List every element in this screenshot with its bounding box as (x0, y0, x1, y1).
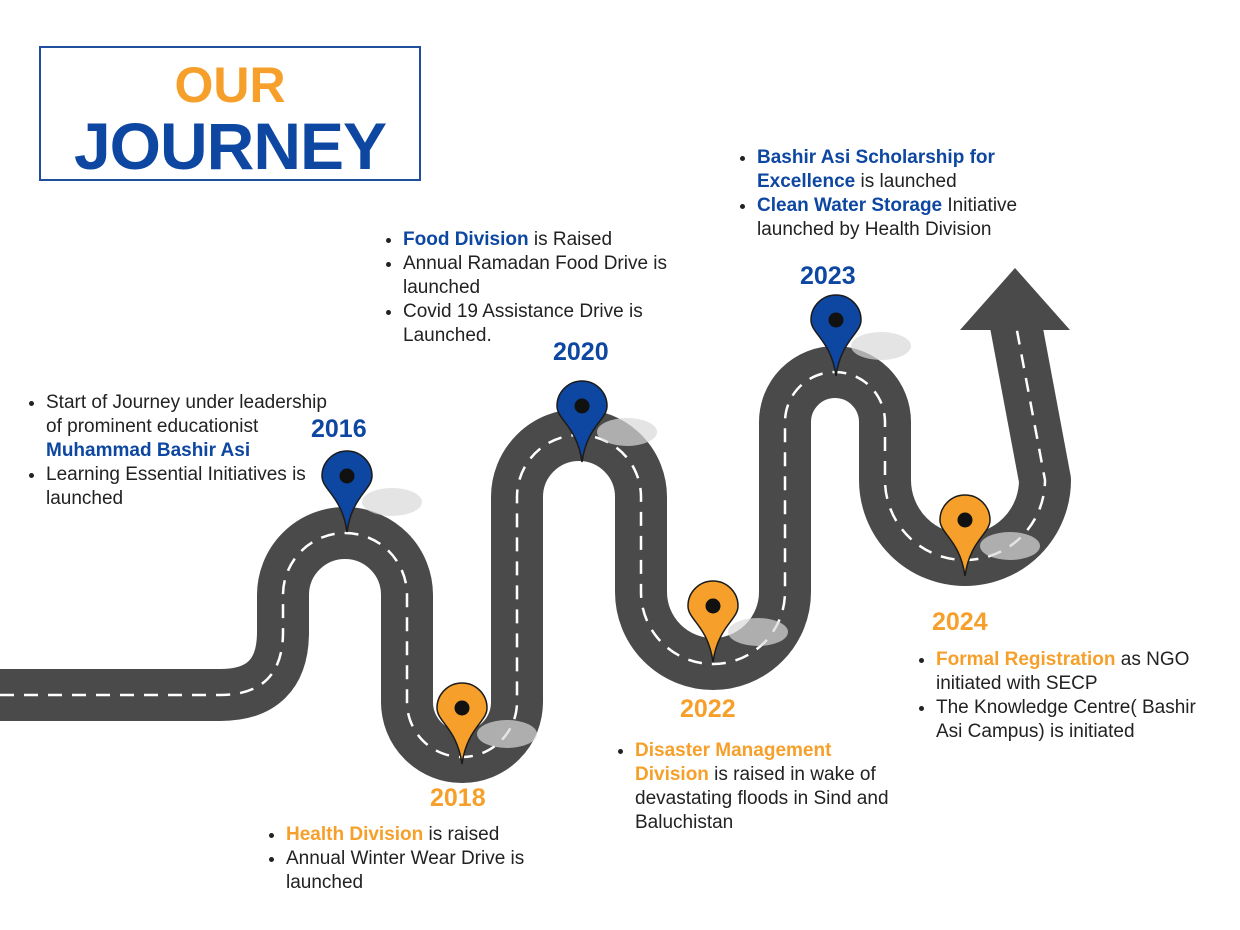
pin-body (321, 450, 373, 533)
pin-shadow (851, 332, 911, 360)
pin-body (687, 580, 739, 663)
pin-shadow (362, 488, 422, 516)
milestone-notes-2024: Formal Registration as NGO initiated wit… (914, 648, 1206, 744)
pin-dot (339, 468, 355, 484)
pin-dot (705, 598, 721, 614)
pin-shadow (477, 720, 537, 748)
pin-body (939, 494, 991, 577)
road-center-line (0, 319, 1047, 759)
map-pin-icon (436, 682, 537, 765)
pin-shadow (728, 618, 788, 646)
note-item: Covid 19 Assistance Drive is Launched. (403, 300, 683, 348)
note-item: Health Division is raised (286, 823, 586, 847)
pin-dot (574, 398, 590, 414)
map-pin-icon (321, 450, 422, 533)
milestone-notes-2023: Bashir Asi Scholarship for Excellence is… (735, 146, 1087, 242)
title-box: OUR JOURNEY (39, 46, 421, 183)
map-pin-icon (810, 294, 911, 377)
arrow-head-icon (960, 268, 1070, 330)
note-item: Formal Registration as NGO initiated wit… (936, 648, 1206, 696)
note-item: Annual Ramadan Food Drive is launched (403, 252, 683, 300)
pin-body (436, 682, 488, 765)
milestone-notes-2020: Food Division is Raised Annual Ramadan F… (381, 228, 683, 348)
note-item: The Knowledge Centre( Bashir Asi Campus)… (936, 696, 1206, 744)
note-item: Learning Essential Initiatives is launch… (46, 463, 336, 511)
pin-shadow (980, 532, 1040, 560)
road-surface (0, 315, 1071, 783)
note-item: Annual Winter Wear Drive is launched (286, 847, 586, 895)
title-our: OUR (174, 57, 286, 113)
milestone-notes-2018: Health Division is raised Annual Winter … (264, 823, 586, 895)
milestone-pins (321, 294, 1040, 765)
note-item: Clean Water Storage Initiative launched … (757, 194, 1087, 242)
year-label-2018: 2018 (430, 784, 486, 812)
note-item: Start of Journey under leadership of pro… (46, 391, 336, 463)
note-item: Food Division is Raised (403, 228, 683, 252)
pin-body (810, 294, 862, 377)
map-pin-icon (687, 580, 788, 663)
year-label-2020: 2020 (553, 338, 609, 366)
year-label-2016: 2016 (311, 415, 367, 443)
map-pin-icon (939, 494, 1040, 577)
winding-road (0, 268, 1071, 783)
note-item: Disaster Management Division is raised i… (635, 739, 890, 835)
milestone-notes-2022: Disaster Management Division is raised i… (613, 739, 890, 835)
year-label-2022: 2022 (680, 695, 736, 723)
pin-dot (828, 312, 844, 328)
note-item: Bashir Asi Scholarship for Excellence is… (757, 146, 1087, 194)
year-label-2023: 2023 (800, 262, 856, 290)
pin-dot (454, 700, 470, 716)
pin-dot (957, 512, 973, 528)
title-journey: JOURNEY (73, 109, 387, 183)
pin-body (556, 380, 608, 463)
pin-shadow (597, 418, 657, 446)
year-label-2024: 2024 (932, 608, 988, 636)
map-pin-icon (556, 380, 657, 463)
milestone-notes-2016: Start of Journey under leadership of pro… (24, 391, 336, 511)
